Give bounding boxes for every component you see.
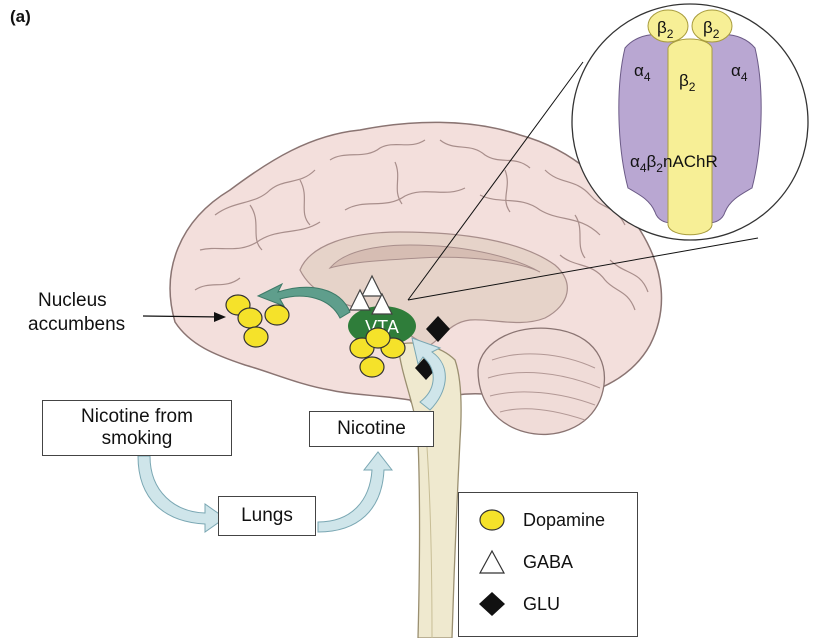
cerebellum [478, 328, 604, 434]
dopamine-circle [244, 327, 268, 347]
nicotine-box: Nicotine [309, 411, 434, 447]
lungs-to-nicotine-arrow [318, 452, 392, 532]
dopamine-circle [238, 308, 262, 328]
legend-row-gaba: GABA [477, 549, 573, 575]
legend-gaba-label: GABA [523, 552, 573, 573]
panel-label: (a) [10, 7, 31, 26]
gaba-legend-symbol [477, 549, 507, 575]
dopamine-circle [265, 305, 289, 325]
dopamine-legend-symbol [477, 507, 507, 533]
lungs-box: Lungs [218, 496, 316, 536]
nicotine-from-smoking-box: Nicotine from smoking [42, 400, 232, 456]
nucleus-accumbens-label-line1: Nucleus [38, 290, 107, 311]
dopamine-circle [366, 328, 390, 348]
legend-row-glu: GLU [477, 591, 560, 617]
dopamine-circle [360, 357, 384, 377]
glu-legend-symbol [477, 591, 507, 617]
legend: Dopamine GABA GLU [458, 492, 638, 637]
nicotine-from-smoking-line1: Nicotine from [81, 406, 193, 428]
legend-dopamine-label: Dopamine [523, 510, 605, 531]
nucleus-accumbens-label-line2: accumbens [28, 314, 125, 335]
lungs-label: Lungs [241, 505, 293, 527]
smoking-to-lungs-arrow [138, 456, 225, 532]
legend-glu-label: GLU [523, 594, 560, 615]
beta2-subunit-center [668, 39, 712, 235]
nicotine-label: Nicotine [337, 418, 406, 440]
legend-row-dopamine: Dopamine [477, 507, 605, 533]
nicotine-from-smoking-line2: smoking [102, 428, 173, 450]
